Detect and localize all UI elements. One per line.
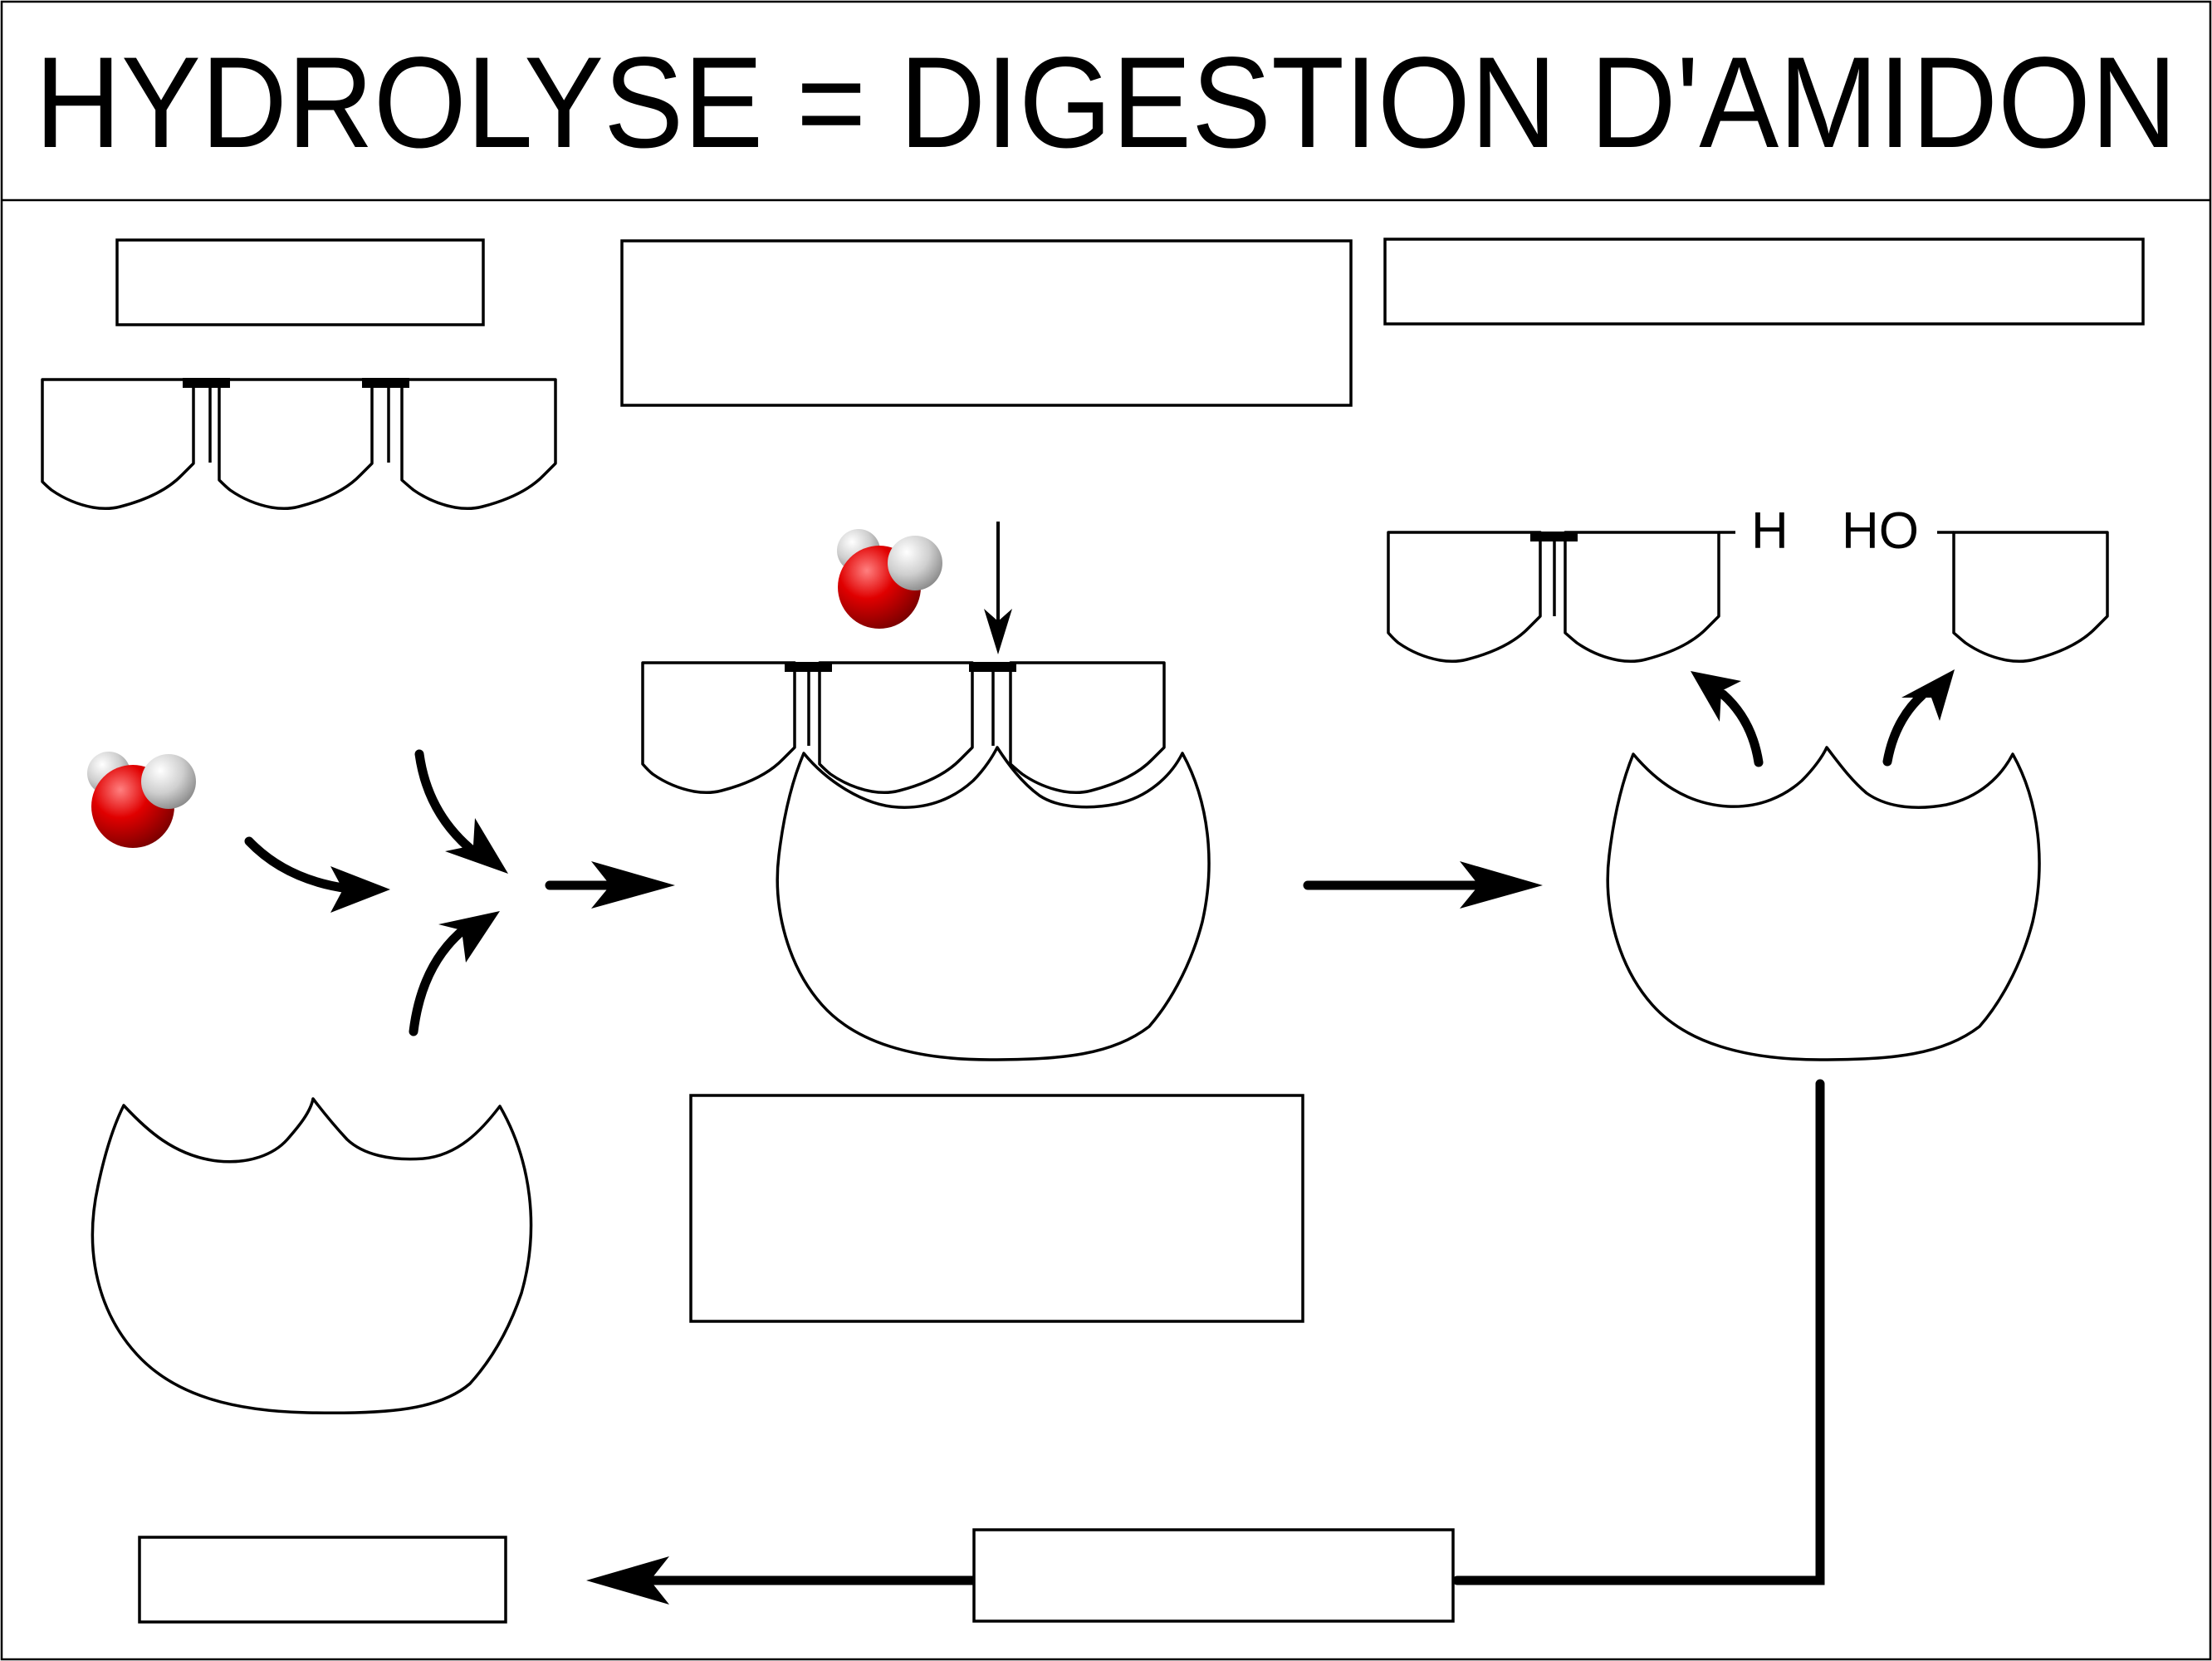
arrow-release-right — [1882, 669, 1955, 767]
glycosidic-bond — [969, 662, 1016, 672]
enzyme-bound — [776, 746, 1211, 1061]
glycosidic-bond — [1530, 532, 1578, 541]
arrow-water-in — [244, 836, 390, 913]
hydrogen-atom — [888, 536, 942, 590]
label-box-enzyme-center — [689, 1094, 1304, 1323]
arrow-enzyme-in — [409, 911, 500, 1036]
glucose-unit — [1564, 531, 1720, 664]
glycosidic-bond — [785, 662, 832, 672]
label-box-center-top — [620, 239, 1353, 407]
label-box-starch — [115, 238, 485, 326]
arrow-return-path — [586, 1079, 1825, 1605]
glucose-unit — [641, 661, 796, 795]
product-glucose: HO — [1842, 502, 2109, 664]
arrow-to-complex — [545, 861, 675, 909]
arrow-to-products — [1303, 861, 1543, 909]
glucose-unit — [400, 378, 557, 511]
label-box-right-top — [1383, 238, 2145, 326]
arrow-starch-in — [414, 749, 508, 874]
glucose-unit — [218, 378, 374, 511]
label-box-bottom-center — [972, 1528, 1455, 1623]
glucose-unit — [1009, 661, 1166, 795]
hydroxyl-label: HO — [1842, 502, 1919, 560]
hydrogen-atom — [141, 754, 196, 809]
water-molecule-left — [87, 752, 196, 848]
page-title: HYDROLYSE = DIGESTION D'AMIDON — [35, 31, 2177, 175]
glucose-unit — [818, 661, 974, 795]
label-box-bottom-left — [138, 1536, 507, 1624]
enzyme-substrate-complex — [641, 661, 1211, 1061]
starch-chain — [41, 378, 557, 511]
glucose-unit — [41, 378, 195, 511]
enzyme-free — [91, 1097, 533, 1415]
glycosidic-bond — [183, 378, 230, 388]
glucose-unit — [1952, 531, 2109, 664]
arrow-bond-pointer — [984, 522, 1012, 654]
arrow-release-left — [1691, 671, 1764, 767]
hydrogen-label: H — [1751, 502, 1789, 560]
product-maltose: H — [1387, 502, 1789, 664]
glucose-unit — [1387, 531, 1542, 664]
water-molecule-center — [837, 529, 942, 629]
enzyme-released — [1606, 746, 2041, 1061]
glycosidic-bond — [362, 378, 409, 388]
